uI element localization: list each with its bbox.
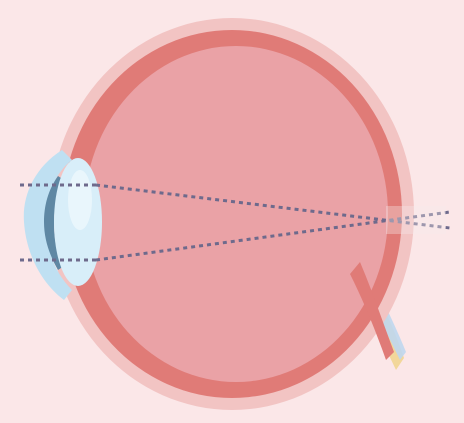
lens-highlight	[68, 170, 92, 230]
focal-point-marker	[386, 206, 446, 234]
